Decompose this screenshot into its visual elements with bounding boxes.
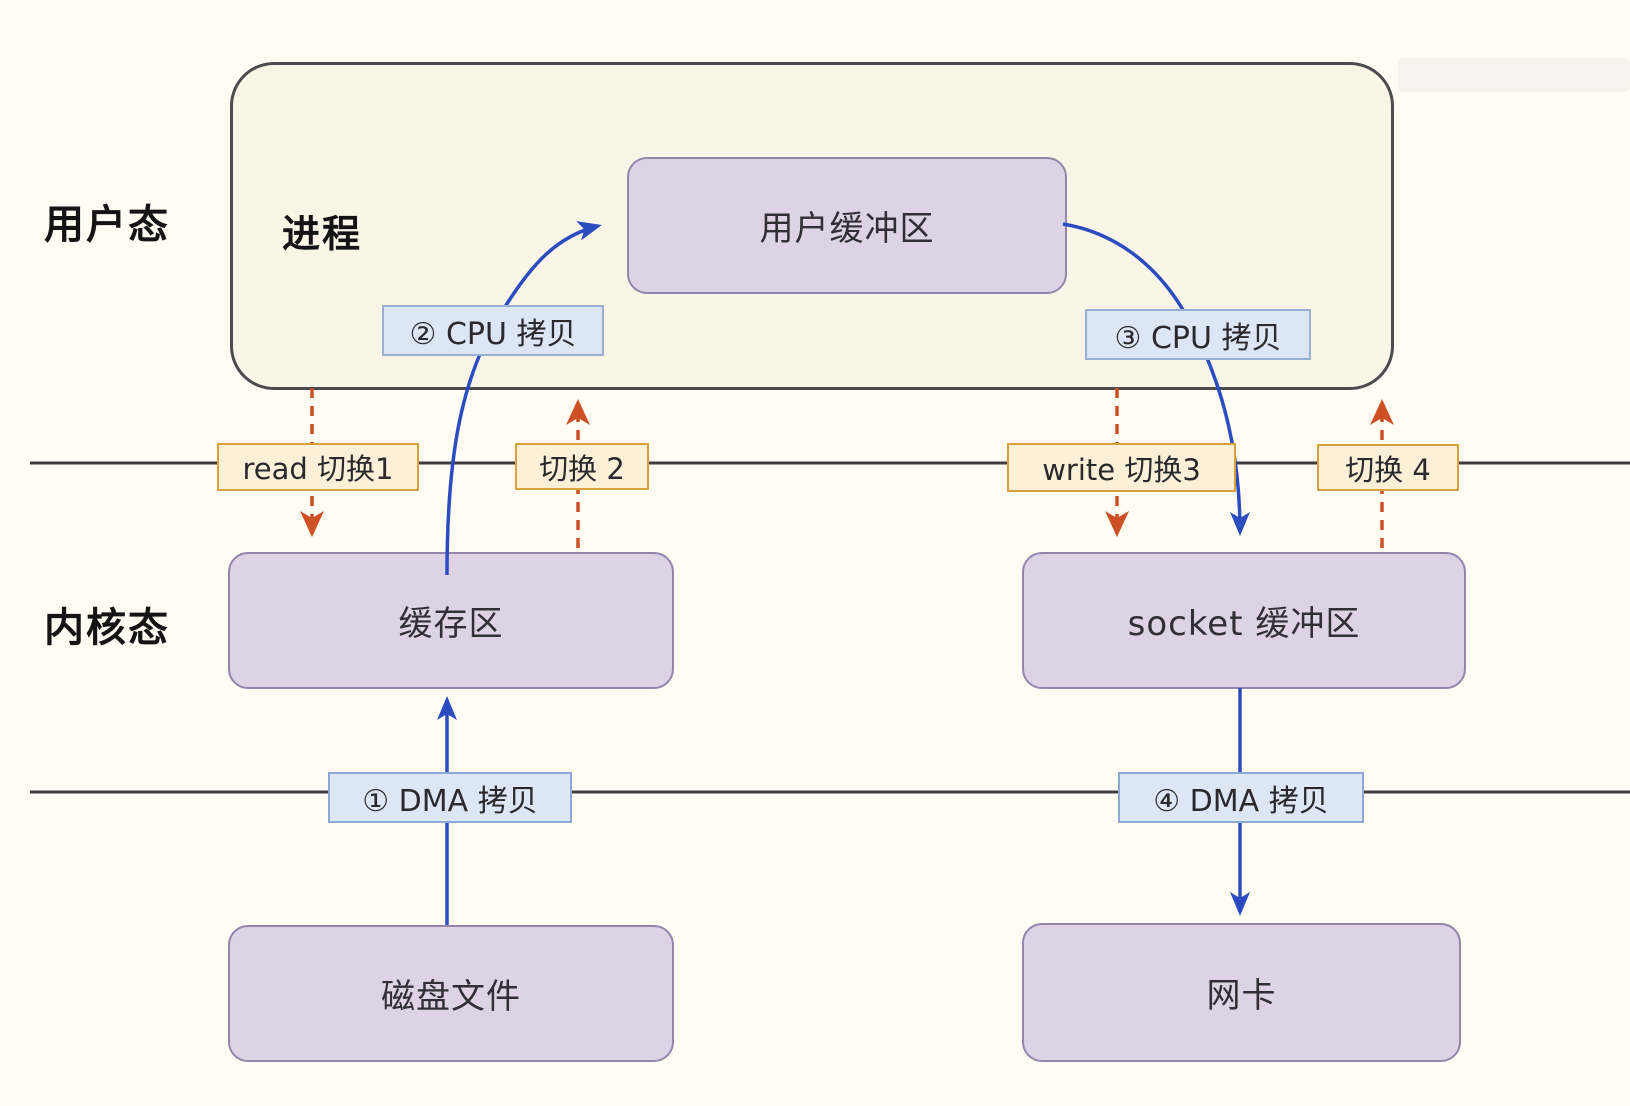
faint-corner-shade <box>1398 58 1630 92</box>
disk-file-box: 磁盘文件 <box>228 925 674 1062</box>
socket-buffer-box: socket 缓冲区 <box>1022 552 1466 689</box>
cpu-copy-2-label: ② CPU 拷贝 <box>382 305 604 356</box>
switch-4-label: 切换 4 <box>1317 444 1459 491</box>
nic-box: 网卡 <box>1022 923 1461 1062</box>
cpu-copy-3-label: ③ CPU 拷贝 <box>1085 309 1311 360</box>
dma-copy-4-label: ④ DMA 拷贝 <box>1118 772 1364 823</box>
kernel-buffer-box: 缓存区 <box>228 552 674 689</box>
kernel-mode-label: 内核态 <box>44 605 170 651</box>
switch-2-label: 切换 2 <box>515 443 649 490</box>
write-switch-3-label: write 切换3 <box>1007 443 1236 492</box>
process-label: 进程 <box>282 212 363 256</box>
read-switch-1-label: read 切换1 <box>217 443 419 491</box>
user-buffer-box: 用户缓冲区 <box>627 157 1067 294</box>
user-mode-label: 用户态 <box>44 202 170 248</box>
cpu2-arrow <box>445 221 602 576</box>
dma-copy-1-label: ① DMA 拷贝 <box>328 772 572 823</box>
